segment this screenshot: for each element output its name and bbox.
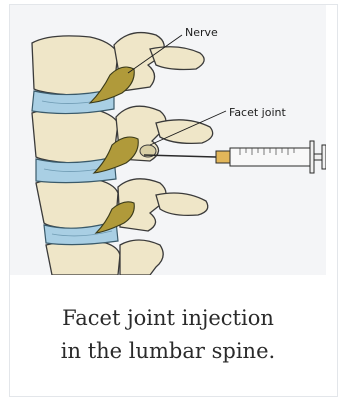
spine-illustration: [10, 5, 326, 275]
vertebral-body-2: [32, 108, 118, 164]
syringe: [144, 141, 326, 173]
spinous-process-2: [156, 120, 213, 144]
caption-line-2: in the lumbar spine.: [10, 335, 326, 368]
lamina-4: [120, 240, 163, 275]
spinous-process-3: [156, 193, 208, 215]
syringe-flange: [310, 141, 314, 173]
caption-line-1: Facet joint injection: [10, 302, 326, 335]
spinous-process-1: [150, 47, 204, 70]
facet-joint-label: Facet joint: [229, 106, 286, 119]
plunger-thumb: [322, 145, 326, 169]
vertebral-body-4: [46, 241, 120, 275]
card-bottom-border: [9, 396, 338, 397]
figure-caption: Facet joint injection in the lumbar spin…: [10, 302, 326, 368]
plunger-rod: [314, 154, 322, 160]
nerve-label: Nerve: [185, 26, 218, 39]
needle-hub: [216, 151, 230, 163]
